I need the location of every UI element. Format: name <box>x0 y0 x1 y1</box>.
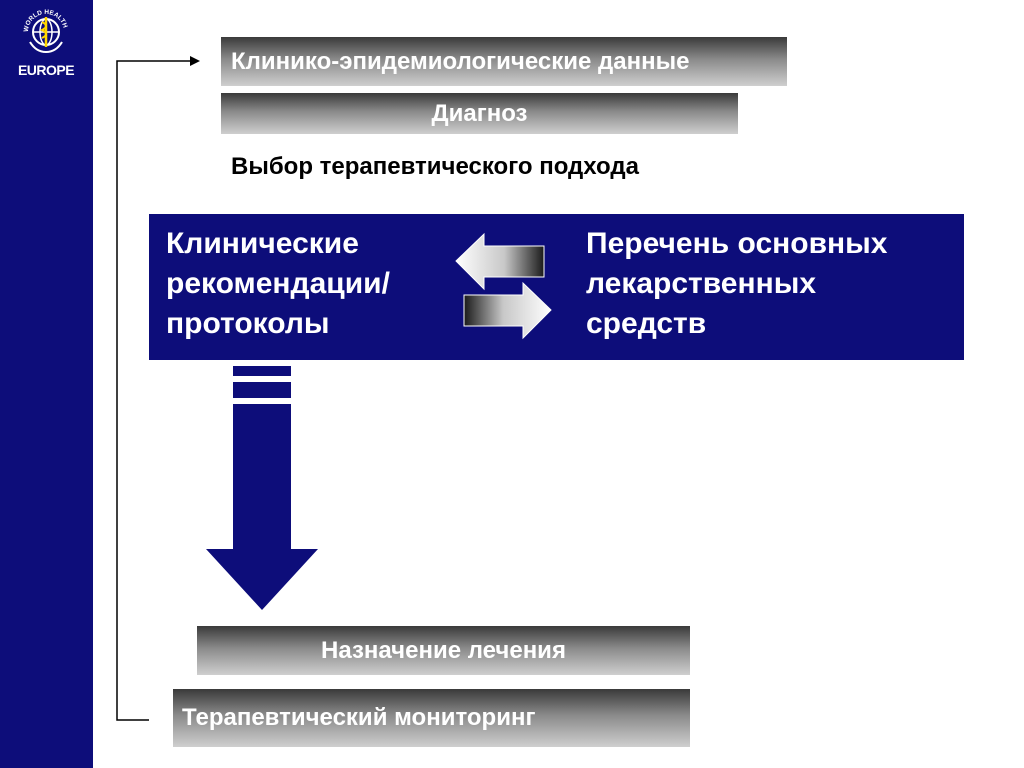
essential-medicines-text: Перечень основных лекарственных средств <box>586 227 888 340</box>
step-diagnosis: Диагноз <box>221 93 738 134</box>
step-treatment-choice: Выбор терапевтического подхода <box>231 153 639 180</box>
step-clinical-epidemiological-data: Клинико-эпидемиологические данные <box>221 37 787 86</box>
feedback-loop-line <box>116 56 200 721</box>
feedback-arrowhead-icon <box>190 56 200 66</box>
who-emblem-icon: WORLD HEALTH ORGANIZATION <box>22 2 69 54</box>
big-down-arrow-icon <box>206 366 318 610</box>
step-therapeutic-monitoring: Терапевтический мониторинг <box>173 689 690 747</box>
logo-region-text: EUROPE <box>17 62 75 78</box>
step-prescription: Назначение лечения <box>197 626 690 675</box>
main-box: Клинические рекомендации/ протоколы Пере… <box>149 214 964 360</box>
who-europe-logo: WORLD HEALTH ORGANIZATION EUROPE <box>8 0 84 84</box>
side-bar: WORLD HEALTH ORGANIZATION EUROPE <box>0 0 93 768</box>
clinical-guidelines-text: Клинические рекомендации/ протоколы <box>166 227 390 340</box>
